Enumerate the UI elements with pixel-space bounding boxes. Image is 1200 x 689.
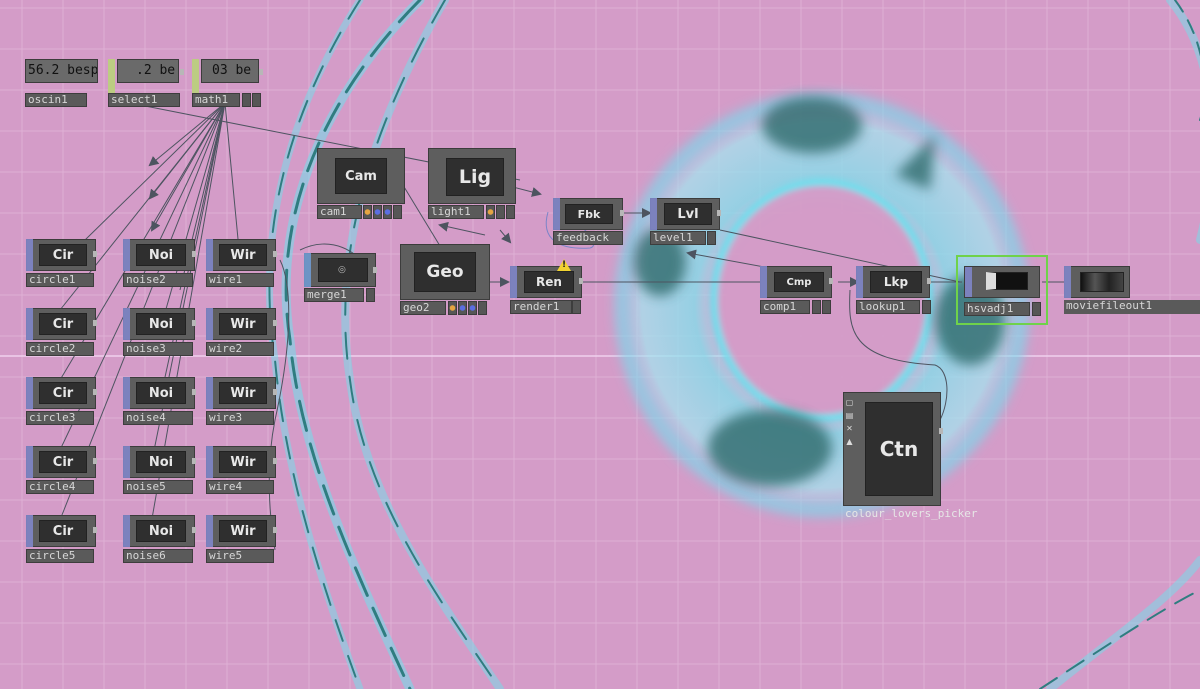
- moviefileout1-node[interactable]: moviefileout1: [1064, 266, 1200, 316]
- circle4-name: circle4: [26, 480, 94, 494]
- wire3-label: Wir: [219, 382, 267, 404]
- circle2-node[interactable]: Cir circle2: [26, 308, 97, 358]
- level1-name: level1: [650, 231, 706, 245]
- feedback-label: Fbk: [565, 204, 613, 224]
- ctn-flag-icon-2[interactable]: ▤: [845, 411, 854, 420]
- geo2-name: geo2: [400, 301, 446, 315]
- noise3-name: noise3: [123, 342, 193, 356]
- wire1-node[interactable]: Wir wire1: [206, 239, 277, 289]
- circle1-name: circle1: [26, 273, 94, 287]
- noise2-name: noise2: [123, 273, 193, 287]
- colour-lovers-picker-label: Ctn: [865, 402, 933, 496]
- select1-node[interactable]: .2 be select1: [108, 59, 184, 109]
- circle5-label: Cir: [39, 520, 87, 542]
- render1-label: Ren: [524, 271, 574, 293]
- wire3-node[interactable]: Wir wire3: [206, 377, 277, 427]
- wire4-name: wire4: [206, 480, 274, 494]
- light1-name: light1: [428, 205, 484, 219]
- cam1-name: cam1: [317, 205, 362, 219]
- wire4-node[interactable]: Wir wire4: [206, 446, 277, 496]
- circle3-label: Cir: [39, 382, 87, 404]
- select1-name: select1: [108, 93, 180, 107]
- circle5-name: circle5: [26, 549, 94, 563]
- comp1-node[interactable]: Cmp comp1: [760, 266, 833, 316]
- light1-node[interactable]: Lig light1: [428, 148, 516, 220]
- noise5-label: Noi: [136, 451, 186, 473]
- oscin1-node[interactable]: 56.2 besp oscin1: [25, 59, 122, 109]
- noise6-label: Noi: [136, 520, 186, 542]
- wire4-label: Wir: [219, 451, 267, 473]
- lookup1-name: lookup1: [856, 300, 920, 314]
- oscin1-value: 56.2 besp: [25, 59, 98, 83]
- colour-lovers-picker-name: colour_lovers_picker: [845, 508, 978, 520]
- noise3-label: Noi: [136, 313, 186, 335]
- circle4-label: Cir: [39, 451, 87, 473]
- render1-node[interactable]: Ren render1 !: [510, 259, 583, 316]
- lookup1-label: Lkp: [870, 271, 922, 293]
- ctn-flag-icon-4[interactable]: ▲: [846, 437, 853, 446]
- circle1-label: Cir: [39, 244, 87, 266]
- oscin1-name: oscin1: [25, 93, 87, 107]
- wire3-name: wire3: [206, 411, 274, 425]
- hsvadj1-viewer: [986, 272, 1028, 290]
- ctn-flag-icon-3[interactable]: ✕: [846, 424, 853, 433]
- feedback-node[interactable]: Fbk feedback: [553, 198, 624, 248]
- cam1-label: Cam: [335, 158, 387, 194]
- wire5-label: Wir: [219, 520, 267, 542]
- geo2-label: Geo: [414, 252, 476, 292]
- noise6-node[interactable]: Noi noise6: [123, 515, 196, 565]
- math1-node[interactable]: 03 be math1: [192, 59, 263, 109]
- comp1-label: Cmp: [774, 272, 824, 292]
- noise3-node[interactable]: Noi noise3: [123, 308, 196, 358]
- noise2-node[interactable]: Noi noise2: [123, 239, 196, 289]
- select1-value: .2 be: [117, 59, 179, 83]
- wire2-node[interactable]: Wir wire2: [206, 308, 277, 358]
- circle3-node[interactable]: Cir circle3: [26, 377, 97, 427]
- geo2-node[interactable]: Geo geo2: [400, 244, 490, 316]
- ctn-flag-icon-1[interactable]: ▢: [845, 398, 854, 407]
- circle1-node[interactable]: Cir circle1: [26, 239, 97, 289]
- comp1-name: comp1: [760, 300, 810, 314]
- circle4-node[interactable]: Cir circle4: [26, 446, 97, 496]
- circle2-label: Cir: [39, 313, 87, 335]
- noise5-node[interactable]: Noi noise5: [123, 446, 196, 496]
- wire2-label: Wir: [219, 313, 267, 335]
- noise4-name: noise4: [123, 411, 193, 425]
- level1-node[interactable]: Lvl level1: [650, 198, 721, 248]
- hsvadj1-name: hsvadj1: [964, 302, 1030, 316]
- light1-label: Lig: [446, 158, 504, 196]
- wire1-label: Wir: [219, 244, 267, 266]
- warning-icon[interactable]: !: [557, 259, 571, 271]
- wire1-name: wire1: [206, 273, 274, 287]
- wire5-name: wire5: [206, 549, 274, 563]
- feedback-name: feedback: [553, 231, 623, 245]
- merge1-viewer: [318, 258, 368, 282]
- noise4-label: Noi: [136, 382, 186, 404]
- cam1-node[interactable]: Cam cam1: [317, 148, 405, 220]
- wire5-node[interactable]: Wir wire5: [206, 515, 277, 565]
- hsvadj1-node[interactable]: hsvadj1: [956, 255, 1048, 327]
- level1-label: Lvl: [664, 203, 712, 225]
- wire2-name: wire2: [206, 342, 274, 356]
- moviefileout1-name: moviefileout1: [1064, 300, 1200, 314]
- moviefileout1-viewer: [1080, 272, 1124, 292]
- circle3-name: circle3: [26, 411, 94, 425]
- merge1-name: merge1: [304, 288, 364, 302]
- math1-name: math1: [192, 93, 240, 107]
- math1-value: 03 be: [201, 59, 259, 83]
- circle2-name: circle2: [26, 342, 94, 356]
- render1-name: render1: [510, 300, 572, 314]
- circle5-node[interactable]: Cir circle5: [26, 515, 97, 565]
- noise6-name: noise6: [123, 549, 193, 563]
- noise4-node[interactable]: Noi noise4: [123, 377, 196, 427]
- noise5-name: noise5: [123, 480, 193, 494]
- noise2-label: Noi: [136, 244, 186, 266]
- merge1-node[interactable]: ◎ merge1: [304, 253, 377, 303]
- colour-lovers-picker-node[interactable]: ▢ ▤ ✕ ▲ Ctn colour_lovers_picker: [843, 392, 1033, 527]
- viewer-icon: ◎: [338, 265, 346, 275]
- lookup1-node[interactable]: Lkp lookup1: [856, 266, 931, 316]
